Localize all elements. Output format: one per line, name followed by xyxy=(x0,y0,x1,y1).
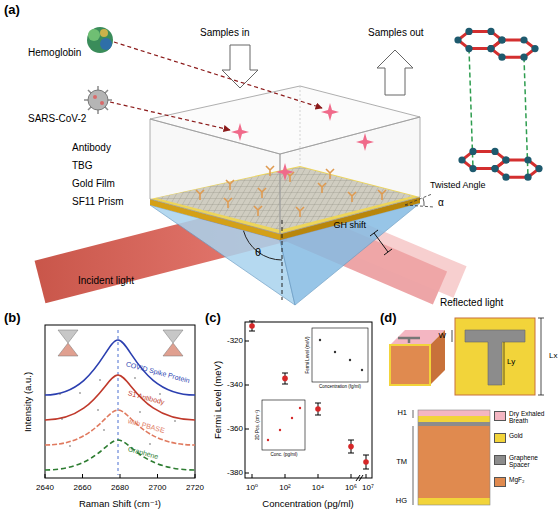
beam-label: Reflected light xyxy=(440,297,503,308)
legend-row: Graphene Spacer xyxy=(494,454,559,469)
axis-title: Raman Shift (cm⁻¹) xyxy=(79,499,161,509)
curve-label: COVID Spike Protein xyxy=(125,360,190,384)
beam-label: Incident light xyxy=(78,275,134,286)
binding-leaders xyxy=(110,42,322,130)
tick-label: 2660 xyxy=(74,484,92,493)
analyte-stars xyxy=(231,103,374,181)
layer-label: Antibody xyxy=(72,142,111,153)
flow-label: Samples in xyxy=(200,27,249,38)
gh-shift-mark xyxy=(370,230,392,255)
metasurface-cell-3d xyxy=(390,330,445,385)
panel-letter: (c) xyxy=(205,311,221,325)
layer-label: Gold Film xyxy=(72,178,115,189)
axis-title: Intensity (a.u.) xyxy=(23,372,33,432)
legend-swatch xyxy=(494,433,506,443)
dimension-label: HG xyxy=(396,497,407,505)
tick-label: 2720 xyxy=(186,484,204,493)
twisted-bilayer-graphene xyxy=(454,28,542,181)
inset-axis-title: 2D Pos. (cm⁻¹) xyxy=(256,410,261,440)
shift-label: GH shift xyxy=(333,221,366,231)
dimension-label: Lx xyxy=(549,352,557,361)
legend-swatch xyxy=(494,477,506,487)
tick-label: -360 xyxy=(227,425,243,434)
layer-label: SF11 Prism xyxy=(72,196,124,207)
dimension-label: Ly xyxy=(507,358,515,367)
angle-marks xyxy=(244,194,435,300)
part-label: Hemoglobin xyxy=(28,47,81,58)
dimension-label: H1 xyxy=(397,409,407,417)
legend-row: Gold xyxy=(494,432,559,443)
layer-label: TBG xyxy=(72,160,93,171)
dimension-label: W xyxy=(438,332,446,341)
tick-label: 2700 xyxy=(149,484,167,493)
axis-title: Fermi Level (meV) xyxy=(213,361,223,439)
legend-text: MgF₂ xyxy=(509,476,559,483)
legend-text: Graphene Spacer xyxy=(509,454,559,469)
panel-letter: (a) xyxy=(4,3,20,17)
tick-label: 10⁴ xyxy=(312,484,324,493)
flow-cell xyxy=(150,86,420,234)
flow-label: Samples out xyxy=(368,27,424,38)
dimension-label: TM xyxy=(396,458,407,466)
tick-label: -380 xyxy=(227,469,243,478)
virus-icon xyxy=(84,86,112,114)
tick-label: 10² xyxy=(279,484,291,493)
inset-axis-title: Fermi Level (meV) xyxy=(306,336,311,373)
curve-label: S1 Antibody xyxy=(127,389,165,406)
panel-letter: (d) xyxy=(380,311,397,325)
tick-label: 10⁶ xyxy=(345,484,357,493)
legend-swatch xyxy=(494,455,506,465)
legend-swatch xyxy=(494,411,506,421)
legend-row: MgF₂ xyxy=(494,476,559,487)
tick-label: 10⁷ xyxy=(362,484,374,493)
legend-text: Dry Exhaled Breath xyxy=(509,410,559,425)
tick-label: -340 xyxy=(227,381,243,390)
angle-symbol: α xyxy=(438,197,444,208)
part-label: SARS-CoV-2 xyxy=(28,113,86,124)
legend-text: Gold xyxy=(509,432,559,439)
axis-title: Concentration (pg/ml) xyxy=(262,499,353,509)
flow-arrows xyxy=(222,45,413,95)
tick-label: -320 xyxy=(227,337,243,346)
curve-label: Graphene xyxy=(127,445,159,460)
angle-symbol: θ xyxy=(255,246,261,258)
tick-label: 2640 xyxy=(36,484,54,493)
hemoglobin-icon xyxy=(87,27,113,53)
cross-section xyxy=(413,410,490,505)
tick-label: 10⁰ xyxy=(246,484,258,493)
raman-plot xyxy=(45,325,195,478)
fermi-level-plot xyxy=(245,321,372,481)
legend-row: Dry Exhaled Breath xyxy=(494,410,559,425)
metasurface-top-view xyxy=(452,318,544,395)
panel-letter: (b) xyxy=(4,311,21,325)
inset-axis-title: Conc. (pg/ml) xyxy=(270,453,297,458)
angle-label: Twisted Angle xyxy=(430,181,486,191)
tick-label: 2680 xyxy=(111,484,129,493)
inset-axis-title: Concentration (fg/ml) xyxy=(319,385,361,390)
